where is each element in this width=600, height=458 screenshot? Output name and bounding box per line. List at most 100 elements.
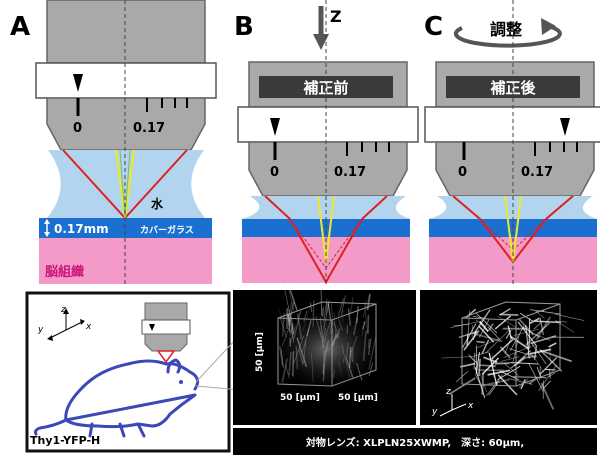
fiber-stroke [487, 369, 511, 376]
volume-b-glow [278, 312, 376, 386]
fiber-stroke [548, 372, 556, 378]
panel-c: C 調整 補正後 0 0.17 [424, 0, 600, 284]
volume-c-box [461, 301, 561, 387]
fiber-stroke [534, 320, 562, 324]
thickness-marker [44, 219, 50, 237]
water-a [47, 150, 205, 218]
fiber-stroke [499, 308, 511, 316]
fiber-stroke [545, 368, 556, 371]
volume-c-axis-x: x [467, 401, 474, 411]
fiber-stroke [540, 349, 572, 363]
fiber-stroke [473, 309, 491, 335]
fiber-stroke [510, 325, 525, 351]
volume-c-background [420, 290, 597, 425]
thickness-label: 0.17mm [54, 222, 109, 236]
scale-a-value: 0.17 [133, 121, 165, 136]
tissue-label: 脳組織 [45, 264, 84, 280]
fiber-stroke [478, 325, 495, 343]
volume-b-panel: 50 [μm] 50 [μm] 50 [μm] [233, 281, 416, 425]
fiber-stroke [523, 355, 537, 359]
fiber-stroke [479, 319, 490, 338]
fiber-stroke [472, 315, 486, 319]
z-arrow-head [313, 34, 329, 50]
water-c [429, 196, 597, 219]
fiber-stroke [537, 312, 545, 319]
fiber-stroke [519, 312, 534, 322]
z-axis-label: Z [330, 7, 342, 26]
fiber-stroke [543, 380, 551, 389]
scale-a-zero: 0 [73, 121, 82, 136]
mini-objective [141, 302, 191, 364]
fiber-stroke [536, 366, 542, 378]
fiber-stroke [309, 302, 313, 313]
panel-b: B Z 補正前 0 0.17 [234, 0, 419, 285]
fiber-stroke [499, 346, 511, 359]
volume-c-axes [439, 394, 467, 417]
fiber-stroke [529, 348, 552, 355]
fiber-stroke [349, 296, 354, 315]
fiber-stroke [548, 342, 557, 348]
collar-b [237, 106, 419, 143]
scale-b-value: 0.17 [334, 165, 366, 180]
coverglass-label: カバーガラス [140, 224, 194, 236]
ray-red-ideal-c [479, 218, 547, 251]
fiber-stroke [284, 290, 290, 312]
volume-c-axis-z: z [445, 387, 451, 397]
scale-c-zero: 0 [458, 165, 467, 180]
mouse-illustration [34, 358, 200, 438]
fiber-stroke [463, 330, 480, 351]
fiber-stroke [488, 352, 498, 387]
fiber-stroke [526, 346, 545, 373]
fiber-stroke [528, 318, 531, 349]
fiber-stroke [450, 321, 479, 329]
fiber-stroke [488, 380, 500, 396]
fiber-stroke [468, 354, 477, 363]
objective-a-body [46, 0, 206, 64]
fiber-stroke [481, 339, 490, 355]
fiber-stroke [539, 357, 558, 376]
scale-a: 0 0.17 [73, 74, 188, 136]
scale-b: 0 0.17 [270, 118, 390, 180]
volume-b-x-label: 50 [μm] [280, 393, 320, 403]
fiber-stroke [505, 330, 512, 339]
collar-a [35, 62, 217, 99]
volume-c-axis-y: y [431, 407, 438, 417]
fiber-stroke [525, 322, 550, 346]
rotation-arrowhead [541, 18, 556, 35]
fiber-stroke [487, 326, 501, 340]
fiber-stroke [459, 362, 476, 368]
fiber-stroke [461, 323, 477, 349]
volume-b-depth-label: 50 [μm] [338, 393, 378, 403]
fiber-stroke [510, 350, 531, 369]
fiber-stroke [467, 310, 470, 345]
fiber-stroke [530, 341, 547, 365]
fiber-stroke [481, 357, 500, 375]
fiber-stroke [503, 345, 534, 358]
water-label: 水 [151, 196, 164, 211]
fiber-stroke [448, 377, 476, 395]
mouse-axis-y: y [37, 325, 44, 335]
fiber-stroke [286, 281, 298, 311]
fiber-stroke [504, 337, 512, 354]
caption-text: 対物レンズ: XLPLN25XWMP, 深さ: 60μm, [305, 436, 524, 449]
fiber-stroke [441, 356, 475, 359]
panel-c-letter: C [424, 12, 443, 42]
mouse-axes: z y x [37, 305, 92, 341]
adjust-label: 調整 [490, 20, 522, 39]
scale-c: 0 0.17 [458, 118, 578, 180]
fiber-stroke [530, 309, 561, 315]
fiber-stroke [508, 377, 533, 386]
volume-b-y-label: 50 [μm] [255, 332, 265, 372]
scale-b-zero: 0 [270, 165, 279, 180]
mouse-eye [179, 380, 183, 384]
panel-a-letter: A [10, 12, 30, 42]
fiber-stroke [538, 364, 558, 392]
scale-c-value: 0.17 [521, 165, 553, 180]
scale-a-pointer [73, 74, 83, 92]
fiber-stroke [473, 352, 476, 370]
panel-b-letter: B [234, 12, 254, 42]
fiber-stroke [533, 322, 542, 330]
fiber-stroke [478, 364, 496, 367]
fiber-stroke [536, 334, 551, 341]
